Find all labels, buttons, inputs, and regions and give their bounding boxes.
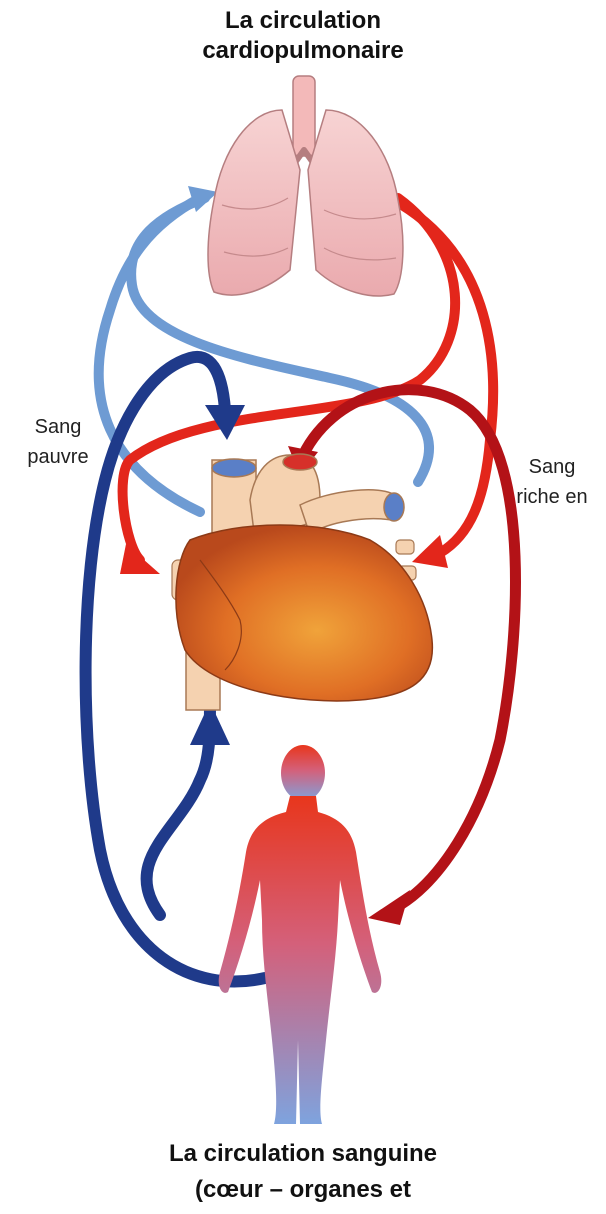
systemic-circulation-title: La circulation sanguine (cœur – organes … xyxy=(0,1136,606,1208)
heart-icon xyxy=(172,454,432,710)
systemic-title-line1: La circulation sanguine xyxy=(0,1136,606,1172)
systemic-title-line2: (cœur – organes et xyxy=(0,1172,606,1208)
human-body-icon xyxy=(219,745,382,1124)
oxygen-rich-label-line2: riche en xyxy=(503,482,601,512)
oxygen-rich-label: Sang riche en xyxy=(503,452,601,512)
oxygen-poor-label-line1: Sang xyxy=(18,412,98,442)
lungs-icon xyxy=(208,76,403,296)
oxygen-rich-label-line1: Sang xyxy=(503,452,601,482)
oxygen-poor-label: Sang pauvre xyxy=(18,412,98,472)
oxygen-poor-label-line2: pauvre xyxy=(18,442,98,472)
